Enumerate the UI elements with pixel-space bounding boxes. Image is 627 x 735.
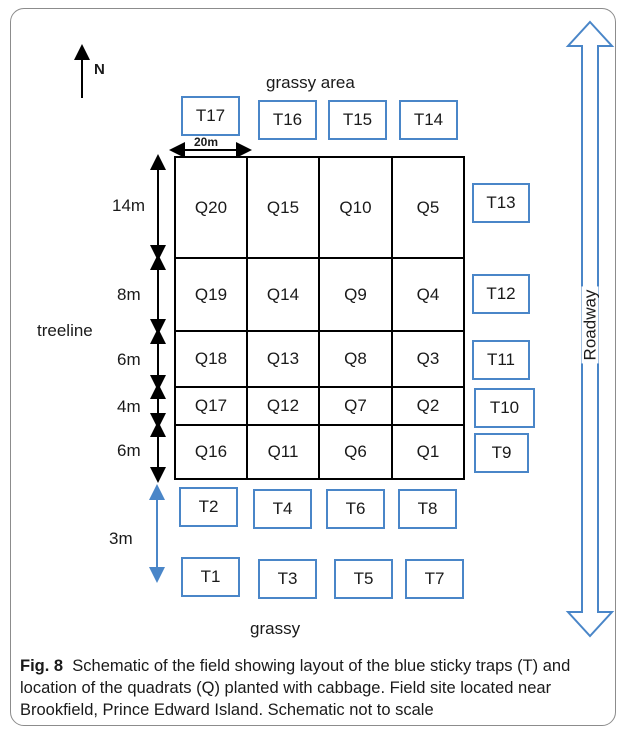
north-label: N (94, 61, 105, 78)
trap-t4: T4 (253, 489, 312, 529)
roadway-label: Roadway (581, 286, 600, 364)
quadrat: Q6 (344, 442, 367, 461)
trap-t8: T8 (398, 489, 457, 529)
grassy-label: grassy (250, 619, 301, 638)
trap-t15: T15 (328, 100, 387, 140)
width-label: 20m (194, 135, 219, 149)
quadrat: Q20 (194, 197, 228, 217)
trap-t6: T6 (326, 489, 385, 529)
trap-t13: T13 (472, 183, 530, 223)
quadrat: Q4 (416, 284, 440, 304)
trap-t10: T10 (474, 388, 535, 428)
row-height-label: 6m (117, 441, 141, 460)
treeline-label: treeline (37, 321, 93, 340)
trap-gap-label: 3m (109, 529, 133, 548)
quadrat: Q19 (194, 284, 228, 304)
quadrat: Q12 (266, 396, 300, 415)
quadrat: Q15 (266, 197, 300, 217)
figure-label: Fig. 8 (20, 657, 64, 675)
trap-t16: T16 (258, 100, 317, 140)
quadrat: Q13 (266, 349, 300, 368)
grassy-area-label: grassy area (266, 73, 355, 92)
trap-t12: T12 (472, 274, 530, 314)
trap-t1: T1 (181, 557, 240, 597)
trap-t9: T9 (474, 433, 529, 473)
trap-t2: T2 (179, 487, 238, 527)
quadrat: Q8 (344, 349, 367, 368)
quadrat: Q7 (344, 396, 367, 415)
quadrat: Q2 (416, 396, 440, 415)
trap-t3: T3 (258, 559, 317, 599)
quadrat: Q5 (416, 197, 440, 217)
quadrat: Q16 (194, 442, 228, 461)
quadrat: Q17 (194, 396, 228, 415)
trap-t5: T5 (334, 559, 393, 599)
quadrat: Q3 (416, 349, 440, 368)
quadrat: Q1 (416, 442, 440, 461)
quadrat: Q18 (194, 349, 228, 368)
figure-frame (10, 8, 616, 726)
figure-caption: Fig. 8 Schematic of the field showing la… (20, 655, 610, 721)
quadrat: Q11 (267, 442, 299, 461)
trap-t17: T17 (181, 96, 240, 136)
row-height-label: 6m (117, 350, 141, 369)
quadrat: Q9 (344, 284, 367, 304)
row-height-label: 14m (112, 196, 146, 215)
quadrat-grid (174, 156, 465, 480)
quadrat: Q10 (339, 197, 372, 217)
row-height-label: 8m (117, 285, 141, 304)
caption-text: Schematic of the field showing layout of… (20, 657, 571, 719)
row-height-label: 4m (117, 397, 141, 416)
trap-t7: T7 (405, 559, 464, 599)
trap-t14: T14 (399, 100, 458, 140)
quadrat: Q14 (266, 284, 300, 304)
trap-t11: T11 (472, 340, 530, 380)
